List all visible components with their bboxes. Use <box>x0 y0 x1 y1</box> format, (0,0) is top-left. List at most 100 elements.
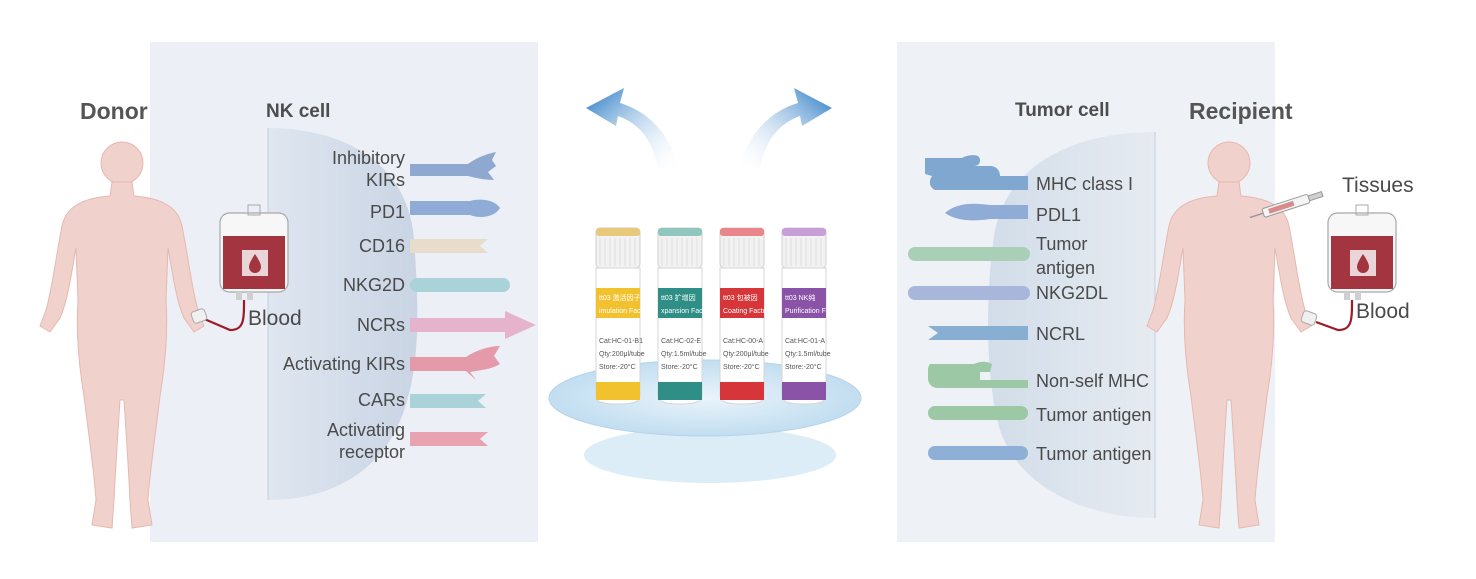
tube-qty-text: Qty:200μl/tube <box>723 351 769 358</box>
tumor-antigen-ligand-2 <box>928 406 1028 420</box>
tube-cat-text: Cat:HC-01-B1 <box>599 338 643 345</box>
tumor-cell-title: Tumor cell <box>1015 100 1110 121</box>
tumor-ligand-label: Tumor <box>1036 234 1087 254</box>
tumor-ligand-label: antigen <box>1036 258 1095 278</box>
tube-band-text: tt03 扩增因 <box>661 293 696 302</box>
donor-blood-tube <box>201 299 246 332</box>
activating-kirs-receptor <box>410 346 500 380</box>
tube-bottom-band <box>596 382 640 400</box>
nkg2d-receptor <box>410 278 510 292</box>
tumor-ligand-label: NCRL <box>1036 324 1085 344</box>
tube-bottom-band <box>720 382 764 400</box>
nk-cell-membrane <box>268 128 418 500</box>
blood-drop-icon-recipient <box>1357 254 1369 273</box>
pdl1-ligand <box>945 203 1028 221</box>
blood-drop-icon <box>249 254 261 273</box>
donor-title: Donor <box>80 98 148 124</box>
nk-receptor-label: CD16 <box>359 236 405 256</box>
recipient-title: Recipient <box>1189 98 1293 124</box>
tube-name-text: Purification Fa <box>785 308 830 315</box>
non-self-mhc-ligand <box>928 361 1028 388</box>
recipient-body <box>1146 181 1312 529</box>
ncrl-ligand <box>928 326 1028 340</box>
tube-store-text: Store:-20°C <box>785 363 822 371</box>
tube-label-band <box>596 288 640 318</box>
tube-qty-text: Qty:1.5ml/tube <box>785 351 831 358</box>
recipient-figure <box>1146 141 1312 529</box>
cars-receptor <box>410 394 486 408</box>
nk-receptor-label: NCRs <box>357 315 405 335</box>
tube-store-text: Store:-20°C <box>599 363 636 371</box>
tube-band-text: tt03 包被因 <box>723 293 758 302</box>
tube-label-band <box>782 288 826 318</box>
reagent-display: tt03 激活因子 imulation FacCat:HC-01-B1Qty:20… <box>548 227 862 483</box>
nk-receptor-label: receptor <box>339 442 405 462</box>
tube-qty-text: Qty:1.5ml/tube <box>661 351 707 358</box>
dish-shadow <box>584 427 836 483</box>
pd1-receptor <box>410 199 500 217</box>
tumor-ligand-label: PDL1 <box>1036 205 1081 225</box>
nk-receptor-label: Activating KIRs <box>283 354 405 374</box>
recipient-tissues-label: Tissues <box>1342 174 1414 197</box>
reagent-tube: tt03 激活因子 imulation FacCat:HC-01-B1Qty:20… <box>595 227 645 405</box>
nk-cell-title: NK cell <box>266 101 330 122</box>
donor-figure <box>39 141 205 529</box>
tube-name-text: xpansion Facto <box>661 308 709 315</box>
tube-cat-text: Cat:HC-02-E <box>661 338 701 345</box>
left-curved-arrow-icon <box>586 88 680 170</box>
donor-body <box>39 181 205 529</box>
tube-store-text: Store:-20°C <box>723 363 760 371</box>
nk-receptor-label: Inhibitory <box>332 148 405 168</box>
tube-name-text: Coating Factor <box>723 308 770 315</box>
nk-receptor-label: CARs <box>358 390 405 410</box>
tumor-ligand-label: Tumor antigen <box>1036 405 1151 425</box>
nk-receptor-label: PD1 <box>370 202 405 222</box>
tube-name-text: imulation Fac <box>599 308 641 315</box>
tube-cat-text: Cat:HC-01-A <box>785 338 825 345</box>
tumor-ligand-label: MHC class I <box>1036 174 1133 194</box>
reagent-tubes: tt03 激活因子 imulation FacCat:HC-01-B1Qty:20… <box>595 227 831 405</box>
tube-label-band <box>658 288 702 318</box>
nk-receptor-label: KIRs <box>366 170 405 190</box>
tube-qty-text: Qty:200μl/tube <box>599 351 645 358</box>
nk-receptor-shapes <box>410 152 536 446</box>
tube-cap-band <box>782 228 826 236</box>
cd16-receptor <box>410 239 488 253</box>
donor-blood-label: Blood <box>248 307 302 330</box>
donor-blood-bag <box>190 204 289 332</box>
syringe-icon <box>1249 191 1324 219</box>
recipient-blood-bag <box>1300 204 1397 332</box>
tumor-ligand-labels: MHC class IPDL1TumorantigenNKG2DLNCRLNon… <box>1036 174 1151 464</box>
recipient-blood-tube <box>1315 299 1354 332</box>
tube-band-text: tt03 激活因子 <box>599 293 641 302</box>
inhibitory-kirs-receptor <box>410 152 496 180</box>
nk-receptor-label: Activating <box>327 420 405 440</box>
tumor-antigen-ligand-1 <box>908 247 1030 261</box>
reagent-tube: tt03 NK纯 Purification Fa Cat:HC-01-A Qty:1.… <box>781 227 831 405</box>
tumor-cell-membrane <box>988 132 1155 518</box>
recipient-head <box>1207 141 1251 185</box>
tube-cap-band <box>658 228 702 236</box>
activating-receptor <box>410 432 488 446</box>
tumor-ligand-label: Non-self MHC <box>1036 371 1149 391</box>
tube-store-text: Store:-20°C <box>661 363 698 371</box>
tube-bottom-band <box>782 382 826 400</box>
ncrs-receptor <box>410 311 536 339</box>
tumor-ligand-label: Tumor antigen <box>1036 444 1151 464</box>
mhc-class-i-ligand <box>925 155 1028 190</box>
tumor-ligand-shapes <box>908 155 1030 460</box>
nk-receptor-label: NKG2D <box>343 275 405 295</box>
tube-cap-band <box>720 228 764 236</box>
tube-cat-text: Cat:HC-00-A <box>723 338 763 345</box>
tumor-antigen-ligand-3 <box>928 446 1028 460</box>
tube-band-text: tt03 NK纯 <box>785 293 815 302</box>
nkg2dl-ligand <box>908 286 1030 300</box>
donor-head <box>100 141 144 185</box>
right-curved-arrow-icon <box>738 88 832 170</box>
tube-bottom-band <box>658 382 702 400</box>
tube-cap-band <box>596 228 640 236</box>
